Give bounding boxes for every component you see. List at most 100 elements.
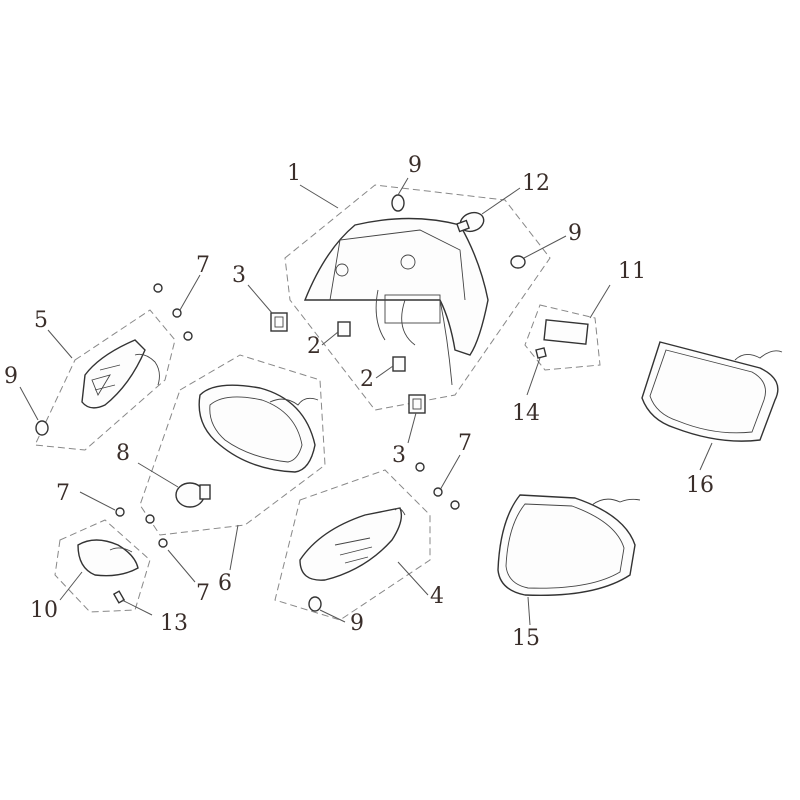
- bulb-right: [510, 255, 526, 269]
- group-10-dashed-outline: [54, 519, 151, 613]
- leader-2b: [375, 365, 394, 379]
- part-4-turn-signal: [274, 469, 431, 621]
- part-9-bulb-top: [391, 177, 409, 212]
- group-5-dashed-outline: [34, 309, 176, 451]
- label-part-2-b: 2: [360, 367, 374, 392]
- label-part-14: 14: [512, 401, 540, 426]
- small-lamp-10-wire: [109, 547, 133, 553]
- leader-5: [47, 329, 73, 359]
- screw-7-g: [415, 462, 425, 472]
- leader-3a: [247, 284, 273, 314]
- label-part-1: 1: [287, 161, 301, 186]
- turn-signal-5-pattern: [91, 364, 121, 397]
- headlamp-16-body: [641, 341, 779, 442]
- label-part-2-a: 2: [307, 334, 321, 359]
- leader-8: [137, 462, 179, 488]
- part-11-license-light: [524, 284, 611, 371]
- label-part-7-top: 7: [196, 253, 210, 278]
- part-15-headlamp: [497, 494, 641, 626]
- leader-9-left: [19, 386, 39, 421]
- label-part-12: 12: [522, 171, 550, 196]
- leader-7d: [439, 454, 461, 491]
- label-part-8: 8: [116, 441, 130, 466]
- part-13-screw: [112, 590, 153, 616]
- turn-signal-5-wire: [134, 353, 160, 386]
- headlamp-15-lens: [505, 503, 625, 589]
- part-6-front-light-group: [139, 354, 326, 571]
- cowl-inner: [329, 229, 466, 301]
- leader-12: [481, 187, 521, 215]
- part-10-small-lamp: [54, 519, 151, 613]
- plate-2b: [392, 356, 406, 372]
- cowl-arm: [439, 299, 453, 386]
- leader-9-right: [523, 235, 567, 259]
- label-part-13: 13: [160, 611, 188, 636]
- part-7-screws-right: [415, 454, 461, 510]
- cowl-wires: [375, 289, 416, 346]
- leader-2a: [321, 331, 339, 346]
- leader-15: [527, 596, 531, 626]
- label-part-11: 11: [618, 259, 646, 284]
- part-1-tail-cowl: [284, 184, 551, 411]
- screw-7-f: [158, 538, 168, 548]
- headlight-6-lens: [209, 396, 303, 463]
- screw-7-b: [172, 308, 182, 318]
- leader-7a: [179, 274, 201, 311]
- group-1-dashed-outline: [284, 184, 551, 411]
- part-3-clip-nut-top: [247, 284, 288, 332]
- leader-13: [121, 599, 153, 616]
- leader-6: [229, 524, 239, 571]
- clip-nut-3a-inner: [274, 316, 284, 328]
- leader-11: [589, 284, 611, 319]
- headlamp-16-lens: [649, 349, 766, 434]
- screw-7-i: [450, 500, 460, 510]
- leader-16: [699, 442, 713, 471]
- headlamp-16-wire: [734, 350, 783, 361]
- bulb-left: [35, 420, 49, 436]
- label-part-4: 4: [430, 584, 444, 609]
- clip-nut-3a: [270, 312, 288, 332]
- label-part-7-right: 7: [458, 431, 472, 456]
- part-7-screws-bottom-left: [79, 491, 196, 583]
- label-part-15: 15: [512, 626, 540, 651]
- leader-10: [59, 571, 83, 601]
- cowl-bracket: [384, 294, 441, 324]
- bulb-socket-left: [335, 263, 349, 277]
- turn-signal-4-lens: [299, 507, 403, 581]
- part-labels: 1 9 12 9 3 7 11 5 2 2 9 14 8 3 7 16 7 6 …: [4, 153, 714, 651]
- label-part-9-left: 9: [4, 364, 18, 389]
- label-part-7-left: 7: [56, 481, 70, 506]
- leader-7b: [79, 491, 116, 511]
- group-11-dashed-outline: [524, 304, 601, 371]
- part-5-turn-signal: [34, 309, 176, 451]
- headlight-6-bulb: [269, 397, 319, 406]
- bulb-12-base: [456, 219, 470, 233]
- part-8-bulb: [137, 462, 211, 508]
- turn-signal-5-lens: [81, 339, 146, 409]
- part-12-bulb: [456, 187, 521, 233]
- label-part-10: 10: [30, 598, 58, 623]
- headlamp-15-body: [497, 494, 636, 597]
- screw-7-e: [145, 514, 155, 524]
- screw-7-d: [115, 507, 125, 517]
- label-part-6: 6: [218, 571, 232, 596]
- leader-9-bottom: [319, 609, 346, 623]
- bulb-8-base: [199, 484, 211, 500]
- screw-7-a: [153, 283, 163, 293]
- label-part-3-top: 3: [232, 263, 246, 288]
- screw-13: [112, 590, 126, 604]
- screw-7-c: [183, 331, 193, 341]
- plate-2a: [337, 321, 351, 337]
- bulb-socket-center: [400, 254, 416, 270]
- leader-7c: [167, 549, 196, 583]
- part-7-screws-left: [153, 274, 201, 341]
- clip-nut-3b: [408, 394, 426, 414]
- turn-signal-4-pattern: [334, 537, 373, 564]
- bulb-bottom: [308, 596, 322, 612]
- nut-14: [535, 347, 547, 359]
- label-part-5: 5: [34, 308, 48, 333]
- small-lamp-10-lens: [77, 539, 139, 577]
- part-2-plate-b: [375, 356, 406, 379]
- part-9-bulb-right: [510, 235, 567, 269]
- part-16-headlamp: [641, 341, 783, 471]
